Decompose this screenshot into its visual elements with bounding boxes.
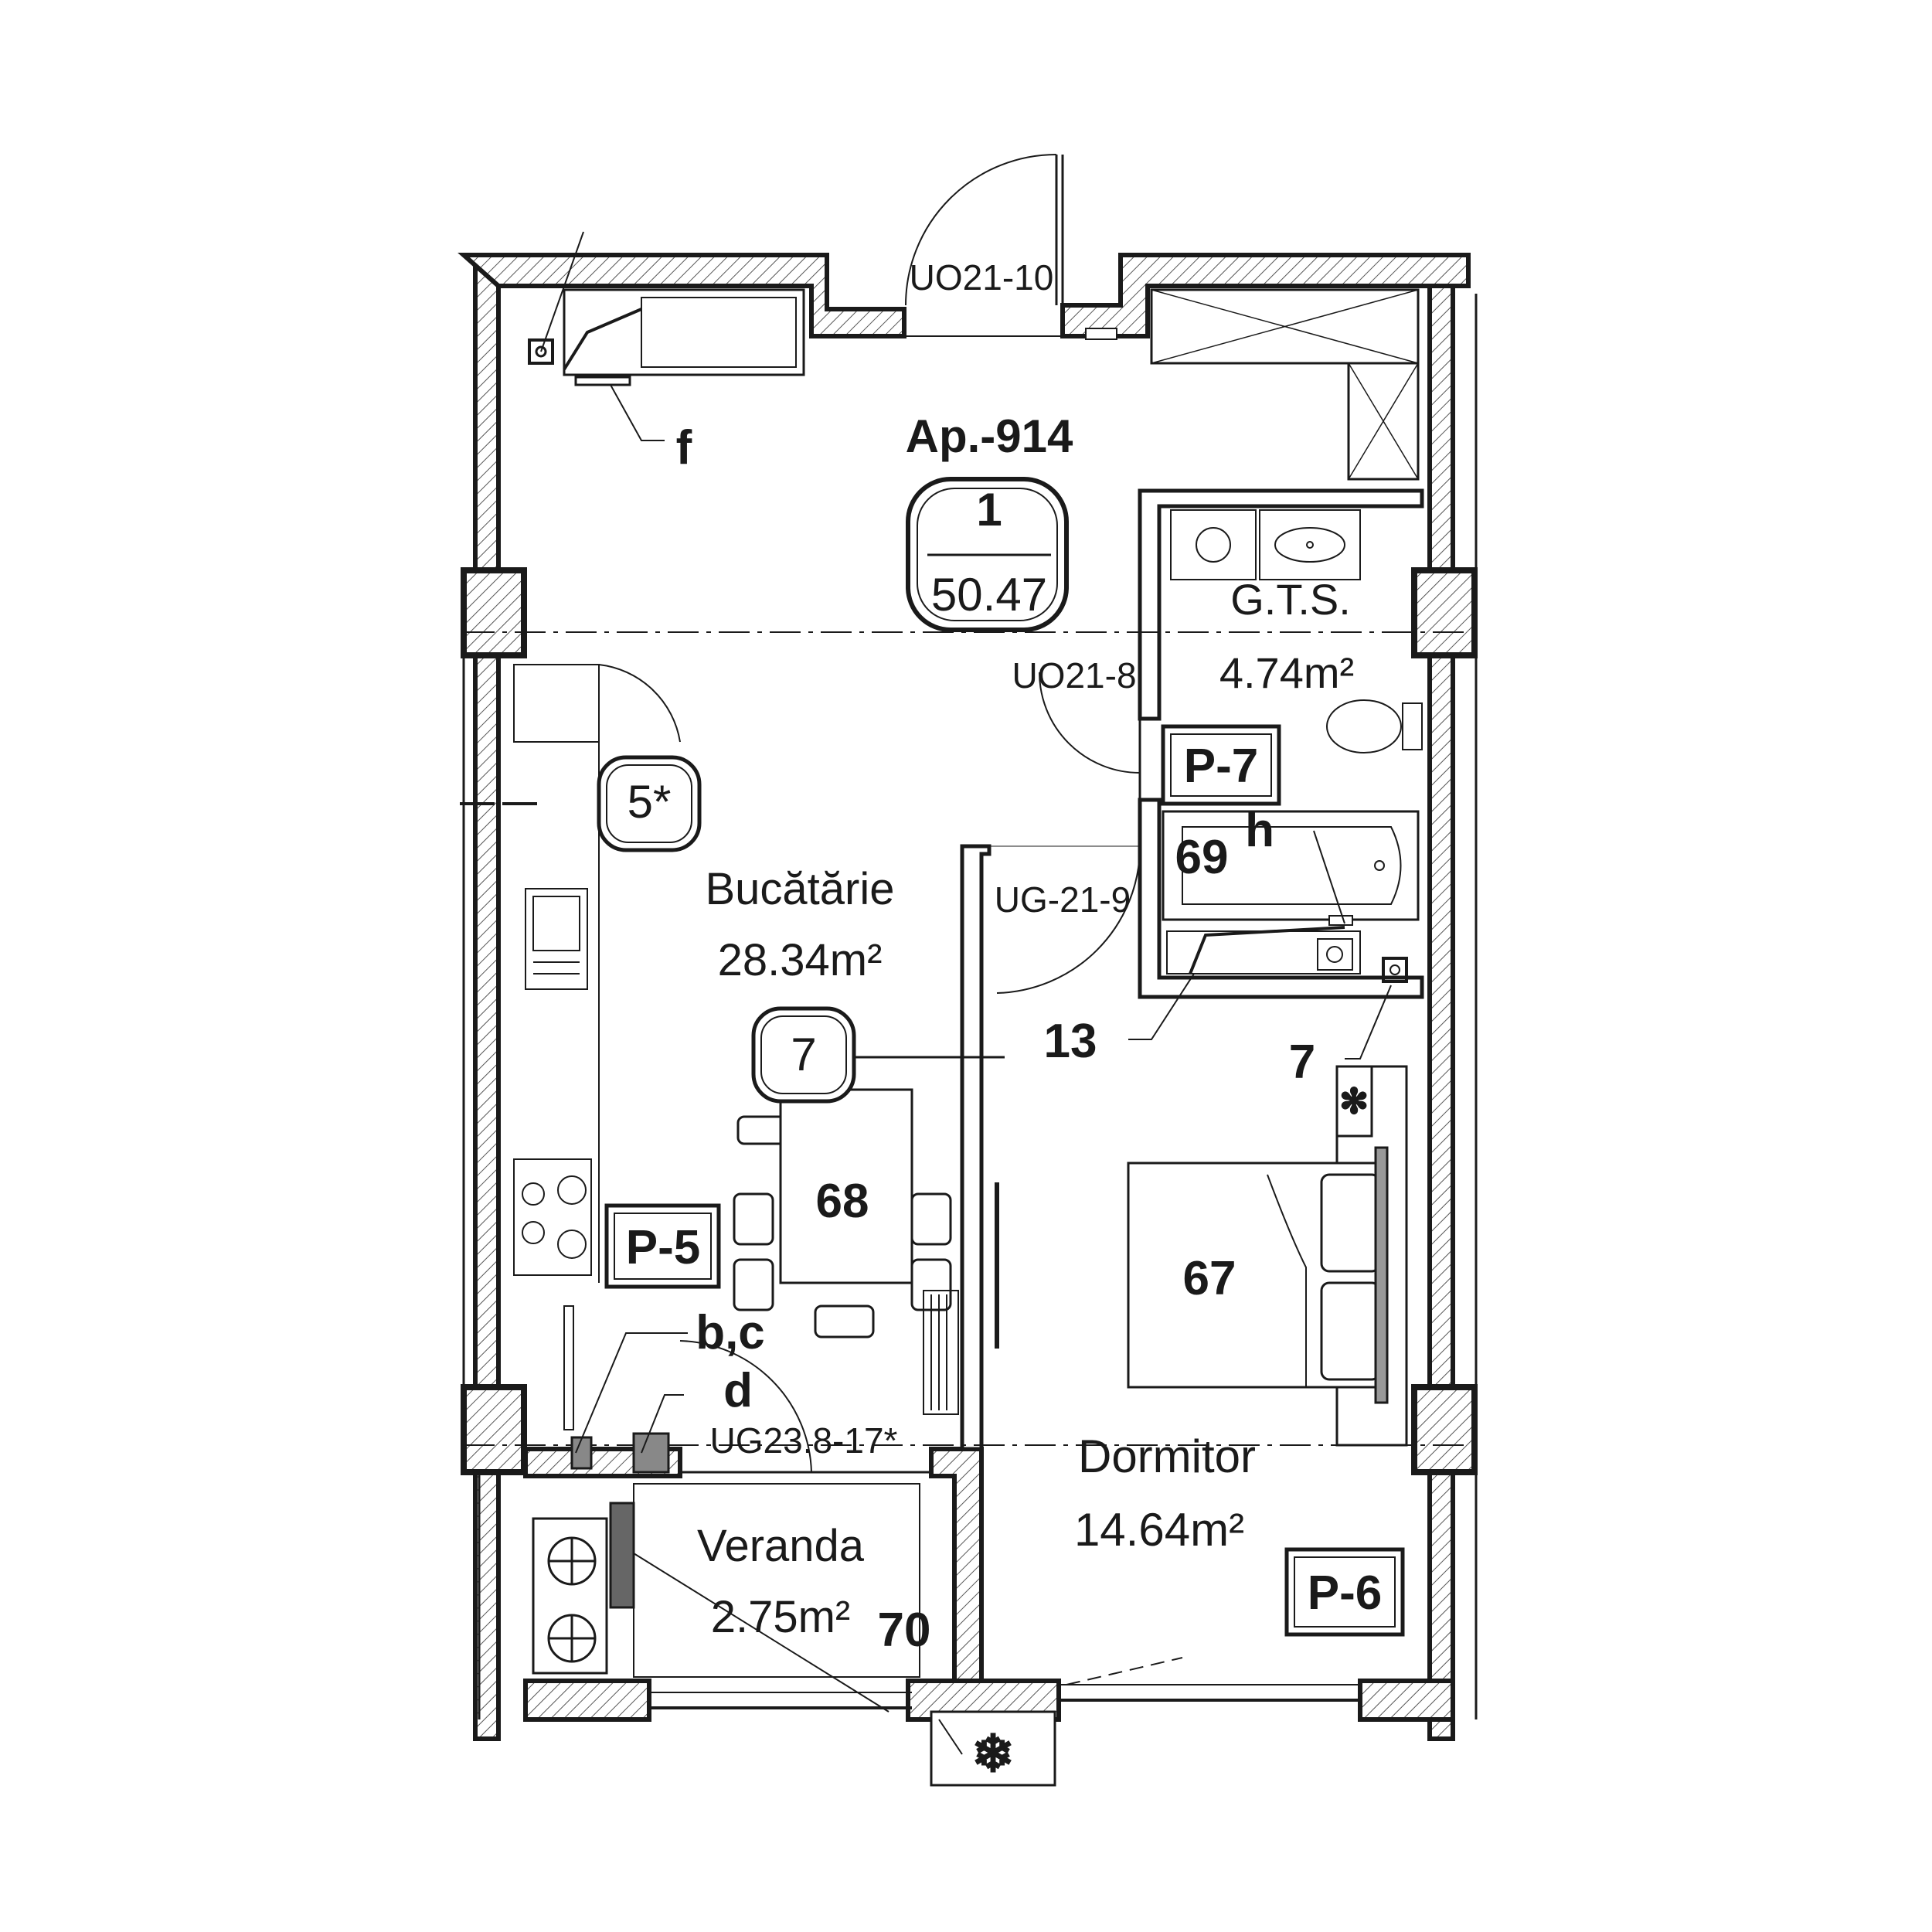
bathroom-fixtures bbox=[1162, 509, 1423, 983]
item-13: 13 bbox=[1044, 1015, 1097, 1068]
wall-bottom-left bbox=[523, 1679, 651, 1722]
apartment-label: Ap.-914 bbox=[906, 410, 1073, 462]
veranda-window bbox=[649, 1692, 912, 1709]
wall-top-right bbox=[1060, 253, 1471, 338]
label-d: d bbox=[723, 1364, 753, 1417]
entrance-door[interactable] bbox=[905, 154, 1117, 340]
kitchen-name: Bucătărie bbox=[705, 864, 894, 914]
kitchen-counter bbox=[460, 664, 600, 1430]
bathroom-door[interactable] bbox=[1039, 672, 1141, 800]
apartment-rooms: 1 bbox=[976, 484, 1002, 536]
item-69: 69 bbox=[1175, 831, 1229, 884]
column bbox=[461, 567, 527, 658]
marker-7-label: 7 bbox=[791, 1029, 816, 1080]
cooktop-icon bbox=[513, 1158, 592, 1276]
panel-p6 bbox=[1284, 1547, 1405, 1637]
marker-7 bbox=[751, 1006, 856, 1104]
column bbox=[1411, 1384, 1478, 1475]
item-7: 7 bbox=[1289, 1036, 1315, 1089]
wall-bottom-right bbox=[1358, 1679, 1455, 1722]
apartment-area: 50.47 bbox=[931, 569, 1047, 621]
fridge-door-arc bbox=[598, 664, 681, 743]
veranda-area: 2.75m² bbox=[711, 1592, 851, 1642]
label-h: h bbox=[1245, 804, 1274, 857]
wardrobe-top-right bbox=[1150, 288, 1420, 481]
bedroom-door[interactable] bbox=[989, 845, 1141, 994]
dining-table-icon bbox=[733, 1088, 952, 1338]
columns bbox=[461, 567, 1478, 1475]
door-bathroom-label: UO21-8 bbox=[1012, 655, 1136, 696]
door-bedroom-label: UG-21-9 bbox=[995, 879, 1131, 920]
item-68: 68 bbox=[816, 1175, 869, 1228]
toilet-icon bbox=[1326, 699, 1423, 753]
svg-text:❄: ❄ bbox=[971, 1725, 1014, 1782]
bedroom-name: Dormitor bbox=[1078, 1430, 1256, 1482]
column bbox=[1411, 567, 1478, 658]
item-70: 70 bbox=[878, 1604, 931, 1657]
veranda-door[interactable] bbox=[679, 1340, 931, 1474]
panel-p7 bbox=[1161, 724, 1281, 806]
water-heater bbox=[1166, 930, 1361, 975]
bathroom-name: G.T.S. bbox=[1230, 575, 1351, 624]
washing-machine-icon bbox=[1170, 509, 1257, 580]
radiator bbox=[923, 1290, 959, 1415]
leader-lines bbox=[575, 830, 1392, 1454]
column bbox=[461, 1384, 527, 1475]
sink-icon bbox=[525, 888, 588, 990]
svg-text:✻: ✻ bbox=[1340, 1083, 1369, 1121]
bathroom-area: 4.74m² bbox=[1219, 648, 1354, 697]
marker-5 bbox=[597, 755, 702, 852]
panel-p6-label: P-6 bbox=[1308, 1566, 1382, 1620]
fridge bbox=[513, 664, 600, 743]
kitchen-area: 28.34m² bbox=[718, 935, 883, 985]
bed-icon bbox=[1127, 1146, 1389, 1404]
axis-lines bbox=[464, 631, 1476, 1446]
wall-right bbox=[1427, 284, 1455, 1741]
veranda-equipment bbox=[532, 1432, 920, 1713]
veranda-name: Veranda bbox=[697, 1521, 865, 1571]
bathroom-wall-lower bbox=[1138, 798, 1424, 999]
item-67: 67 bbox=[1183, 1252, 1236, 1305]
door-entrance-label: UO21-10 bbox=[910, 257, 1054, 298]
wall-veranda-right bbox=[929, 1447, 984, 1683]
panel-p7-label: P-7 bbox=[1184, 740, 1258, 793]
marker-5-label: 5* bbox=[628, 776, 672, 828]
label-f: f bbox=[676, 421, 692, 474]
walls bbox=[457, 253, 1471, 1741]
bedroom-area: 14.64m² bbox=[1074, 1504, 1244, 1556]
bedroom-window bbox=[1059, 1657, 1360, 1702]
facade-lines bbox=[462, 294, 1478, 1719]
bathtub-icon bbox=[1162, 810, 1420, 921]
bedroom-wall bbox=[960, 844, 992, 1451]
snowflake-icon: ❄ bbox=[930, 1710, 1056, 1787]
door-veranda-label: UG23.8-17* bbox=[710, 1420, 898, 1461]
wall-top-left bbox=[457, 253, 906, 338]
label-bc: b,c bbox=[696, 1306, 765, 1359]
panel-p5 bbox=[604, 1203, 721, 1289]
sink-icon bbox=[1259, 509, 1361, 580]
hall-cabinet bbox=[528, 231, 805, 441]
panel-p5-label: P-5 bbox=[626, 1221, 700, 1274]
